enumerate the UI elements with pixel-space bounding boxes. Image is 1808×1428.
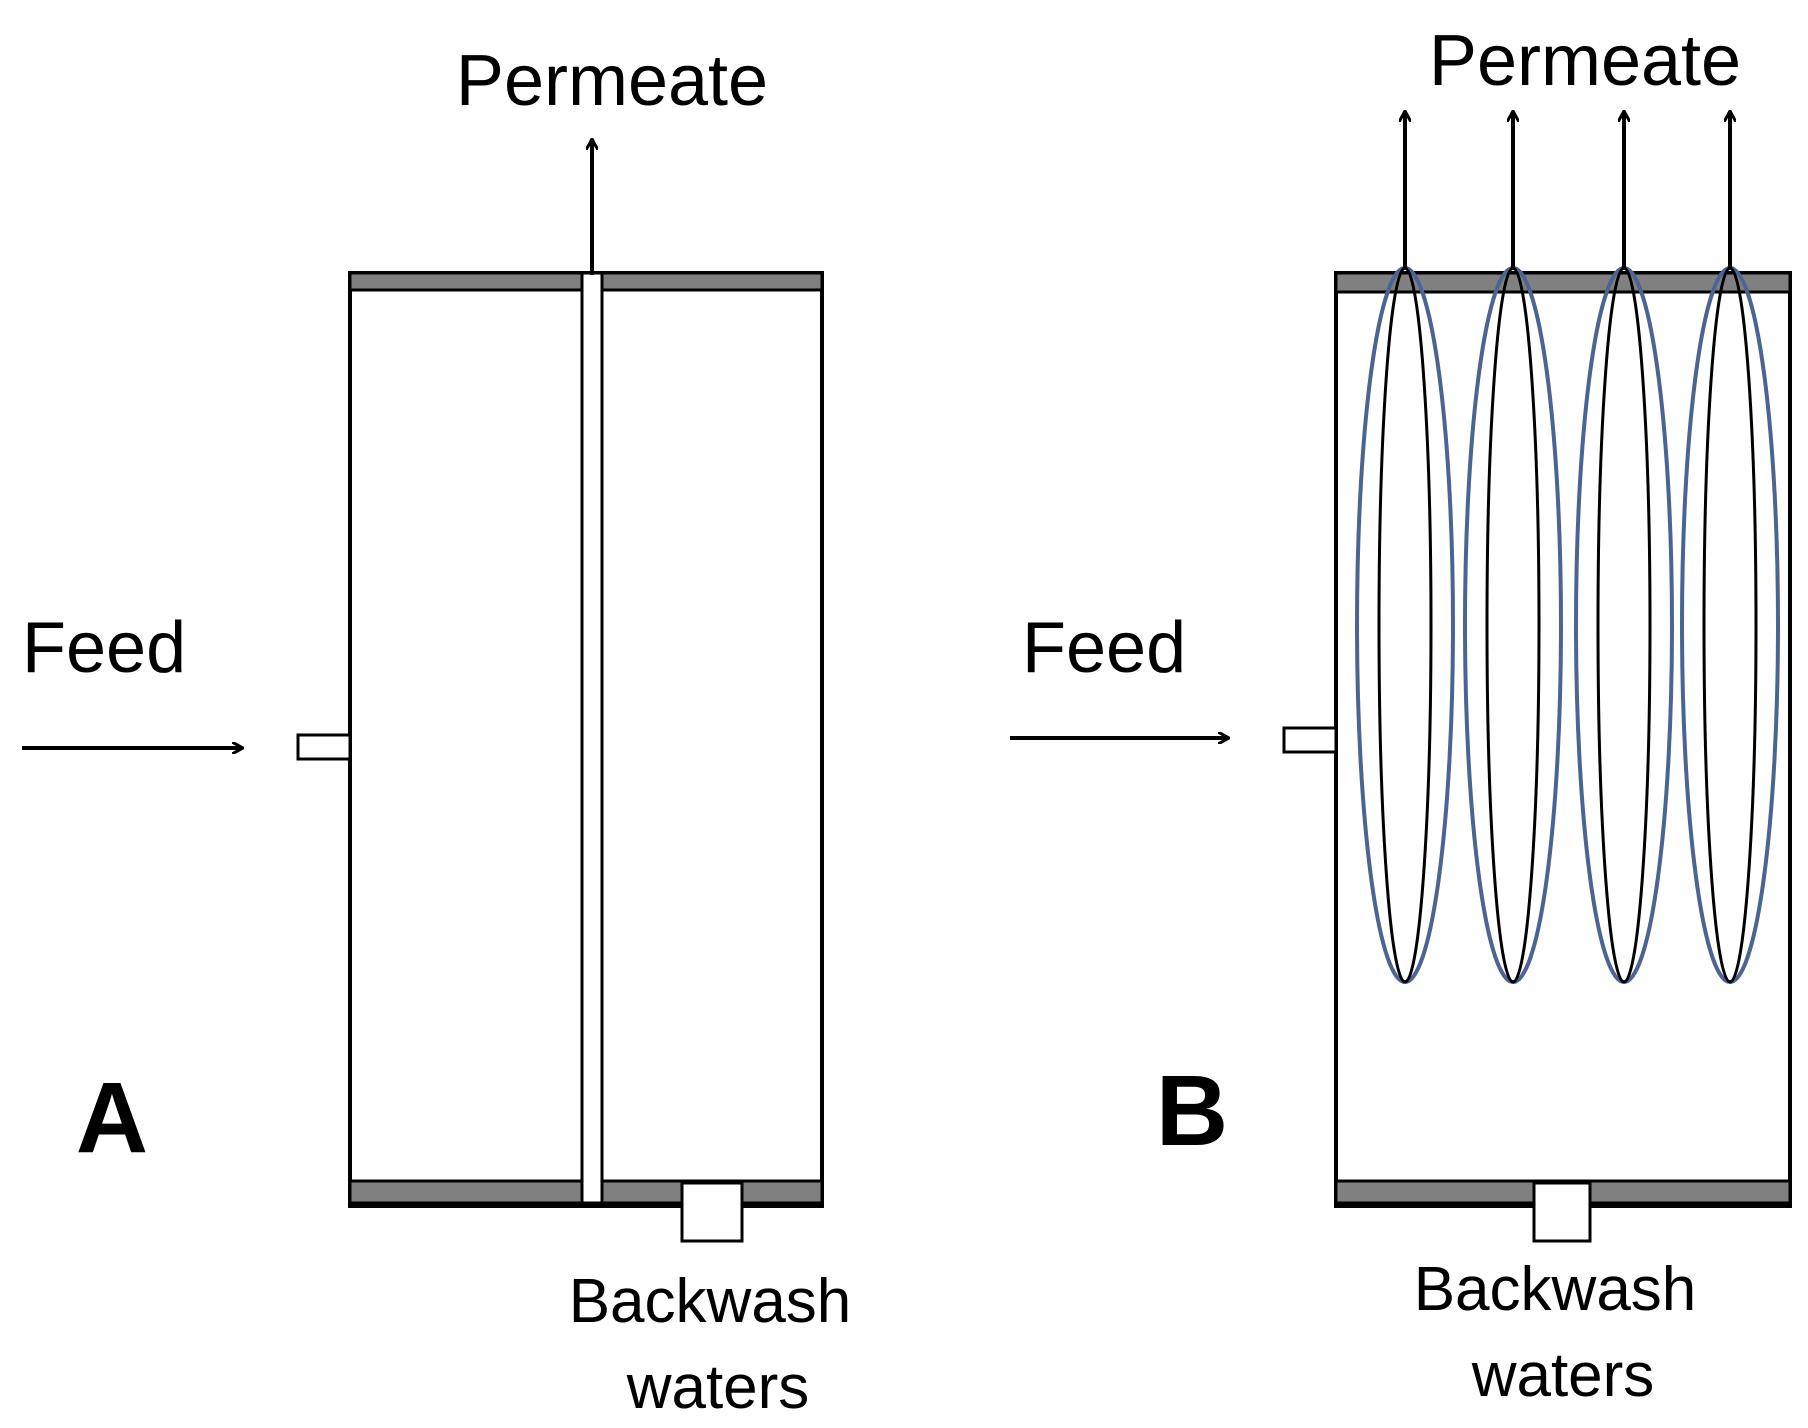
feed-label-b: Feed xyxy=(1022,608,1186,688)
panel-letter-a: A xyxy=(76,1062,148,1174)
backwash-label-b-line2: waters xyxy=(1471,1341,1655,1410)
feed-port-a xyxy=(296,733,352,761)
permeate-label-a: Permeate xyxy=(456,41,768,121)
panel-b: Permeate Feed B Backwash waters xyxy=(1010,21,1792,1410)
backwash-port-a xyxy=(680,1181,744,1243)
backwash-port-b xyxy=(1532,1181,1592,1243)
feed-label-a: Feed xyxy=(22,608,186,688)
feed-port-b xyxy=(1282,726,1338,754)
backwash-label-b-line1: Backwash xyxy=(1414,1255,1697,1324)
panel-a: Permeate Feed A Backwash waters xyxy=(22,41,851,1422)
central-tube-a xyxy=(580,271,604,1205)
backwash-label-a-line1: Backwash xyxy=(569,1267,852,1336)
panel-letter-b: B xyxy=(1156,1055,1228,1167)
vessel-b xyxy=(1334,271,1792,1208)
top-plate-b xyxy=(1334,271,1792,294)
permeate-label-b: Permeate xyxy=(1429,21,1741,101)
backwash-label-a-line2: waters xyxy=(626,1353,810,1422)
